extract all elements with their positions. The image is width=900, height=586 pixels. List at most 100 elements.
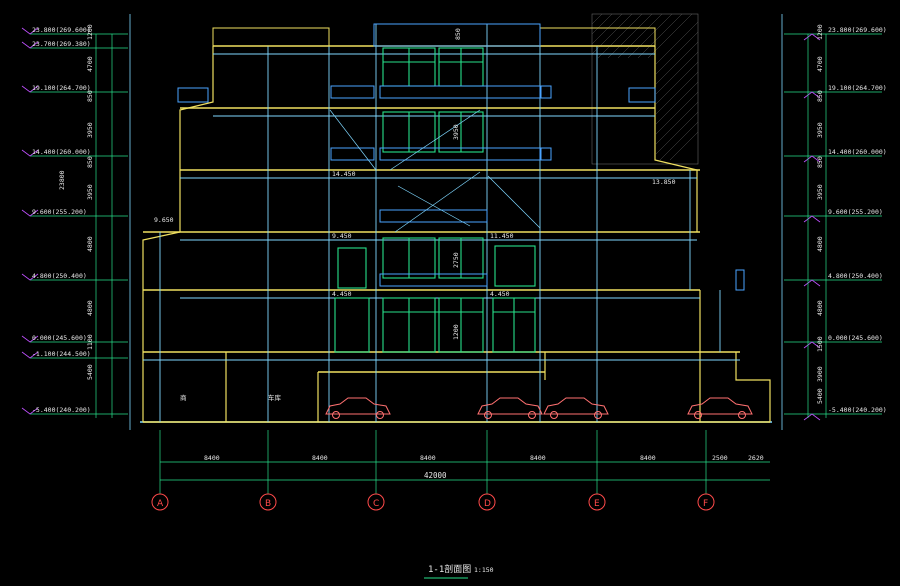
- plan-dim-label: 8400: [204, 454, 220, 462]
- left-dim-label: 3950: [86, 184, 94, 200]
- left-level-label: 4.800(250.400): [32, 272, 87, 280]
- right-level-label: 4.800(250.400): [828, 272, 883, 280]
- axis-bubble: E: [588, 430, 606, 511]
- right-dim-label: 4800: [816, 300, 824, 316]
- right-dim-label: 5400: [816, 388, 824, 404]
- axis-bubble: F: [697, 430, 715, 511]
- left-dim-label: 850: [86, 156, 94, 168]
- plan-dim-label: 8400: [420, 454, 436, 462]
- axis-bubble: B: [259, 430, 277, 511]
- left-level-label: -1.100(244.500): [32, 350, 91, 358]
- axis-bubble: C: [367, 430, 385, 511]
- elev-stair-1: 14.450: [332, 170, 356, 178]
- stair-lines: [329, 109, 541, 233]
- car-4: [687, 397, 753, 419]
- left-dim-label: 850: [86, 90, 94, 102]
- axis-label: B: [265, 499, 271, 509]
- right-dim-label: 1500: [816, 336, 824, 352]
- left-dim-label: 3950: [86, 122, 94, 138]
- window-height-4: 1200: [452, 324, 460, 340]
- left-level-label: 23.700(269.380): [32, 40, 91, 48]
- axis-label: F: [703, 499, 708, 509]
- left-dim-label: 23800: [58, 170, 66, 190]
- right-level-label: 14.400(260.000): [828, 148, 887, 156]
- right-level-label: 9.600(255.200): [828, 208, 883, 216]
- right-level-marker: 23.800(269.600): [784, 26, 887, 41]
- left-dim-label: 4800: [86, 300, 94, 316]
- scale-text: 1:150: [474, 566, 494, 574]
- left-dim-label: 4800: [86, 236, 94, 252]
- plan-dim-label: 2620: [748, 454, 764, 462]
- right-elevation-markers: 23.800(269.600) 19.100(264.700) 14.400(260…: [784, 26, 887, 421]
- axis-bubble: D: [478, 430, 496, 511]
- plan-total: 42000: [424, 471, 447, 480]
- right-dim-label: 4700: [816, 56, 824, 72]
- axis-label: D: [484, 499, 491, 509]
- right-level-label: 0.000(245.600): [828, 334, 883, 342]
- right-dim-label: 3900: [816, 366, 824, 382]
- left-dimension-chain: 1200 4700 850 3950 850 3950 4800 4800 1100 5400 23…: [58, 24, 94, 380]
- structure-grid: [143, 24, 740, 422]
- exterior-walls: [142, 46, 771, 422]
- right-dimension-chain: 1200470085039508503950480048001500390054…: [816, 24, 824, 404]
- axis-label: C: [373, 499, 379, 509]
- right-dim-label: 850: [816, 90, 824, 102]
- elev-stair-5: 4.450: [490, 290, 510, 298]
- right-level-label: 19.100(264.700): [828, 84, 887, 92]
- axis-bubbles: A B C D E F: [151, 430, 715, 511]
- elev-stair-3: 9.450: [332, 232, 352, 240]
- room-label-b: 车库: [268, 393, 282, 402]
- right-level-marker: 9.600(255.200): [784, 208, 883, 223]
- plan-dimension-lines: [160, 461, 770, 481]
- right-dim-label: 850: [816, 156, 824, 168]
- parapets: [177, 23, 656, 103]
- right-dim-label: 3950: [816, 184, 824, 200]
- left-dim-label: 4700: [86, 56, 94, 72]
- elev-stair-2: 11.450: [490, 232, 514, 240]
- vertical-dim-lines: [95, 34, 827, 418]
- car-1: [325, 397, 391, 419]
- right-level-marker: 14.400(260.000): [784, 148, 887, 163]
- elev-mid-left: 9.650: [154, 216, 174, 224]
- left-dim-label: 5400: [86, 364, 94, 380]
- left-level-marker: 23.800(269.600): [21, 26, 128, 35]
- left-level-label: 23.800(269.600): [32, 26, 91, 34]
- plan-dim-label: 8400: [530, 454, 546, 462]
- car-3: [543, 397, 609, 419]
- left-level-label: 0.000(245.600): [32, 334, 87, 342]
- left-dim-label: 1100: [86, 334, 94, 350]
- right-level-marker: -5.400(240.200): [784, 406, 887, 421]
- car-2: [477, 397, 543, 419]
- left-level-label: -5.400(240.200): [32, 406, 91, 414]
- hatch-block: [591, 13, 699, 165]
- axis-label: A: [157, 499, 164, 509]
- elev-stair-4: 4.450: [332, 290, 352, 298]
- right-level-marker: 4.800(250.400): [784, 272, 883, 287]
- right-dim-label: 1200: [816, 24, 824, 40]
- axis-label: E: [594, 499, 600, 509]
- plan-dim-label: 2500: [712, 454, 728, 462]
- floor-slabs: [143, 45, 770, 423]
- left-level-label: 19.100(264.700): [32, 84, 91, 92]
- curtain-wall: [334, 47, 536, 353]
- title-text: 1-1剖面图: [428, 563, 471, 575]
- right-level-marker: 0.000(245.600): [784, 334, 883, 349]
- plan-dim-label: 8400: [312, 454, 328, 462]
- right-level-marker: 19.100(264.700): [784, 84, 887, 99]
- left-dim-label: 1200: [86, 24, 94, 40]
- right-level-label: 23.800(269.600): [828, 26, 887, 34]
- cars: [325, 397, 753, 419]
- railings: [330, 85, 745, 291]
- plan-dim-label: 8400: [640, 454, 656, 462]
- left-level-label: 9.600(255.200): [32, 208, 87, 216]
- drawing-title: 1-1剖面图 1:150: [424, 563, 494, 579]
- window-height-3: 2750: [452, 252, 460, 268]
- window-height-2: 3950: [452, 124, 460, 140]
- room-label-a: 商: [180, 393, 187, 402]
- left-level-label: 14.400(260.000): [32, 148, 91, 156]
- interior-annotations: 9.650 14.450 9.450 11.450 4.450 4.450 13…: [154, 28, 676, 402]
- axis-bubble: A: [151, 430, 169, 511]
- plan-dimension-chain: 8400 8400 8400 8400 8400 2500 2620: [204, 454, 764, 462]
- window-height-1: 850: [454, 28, 462, 40]
